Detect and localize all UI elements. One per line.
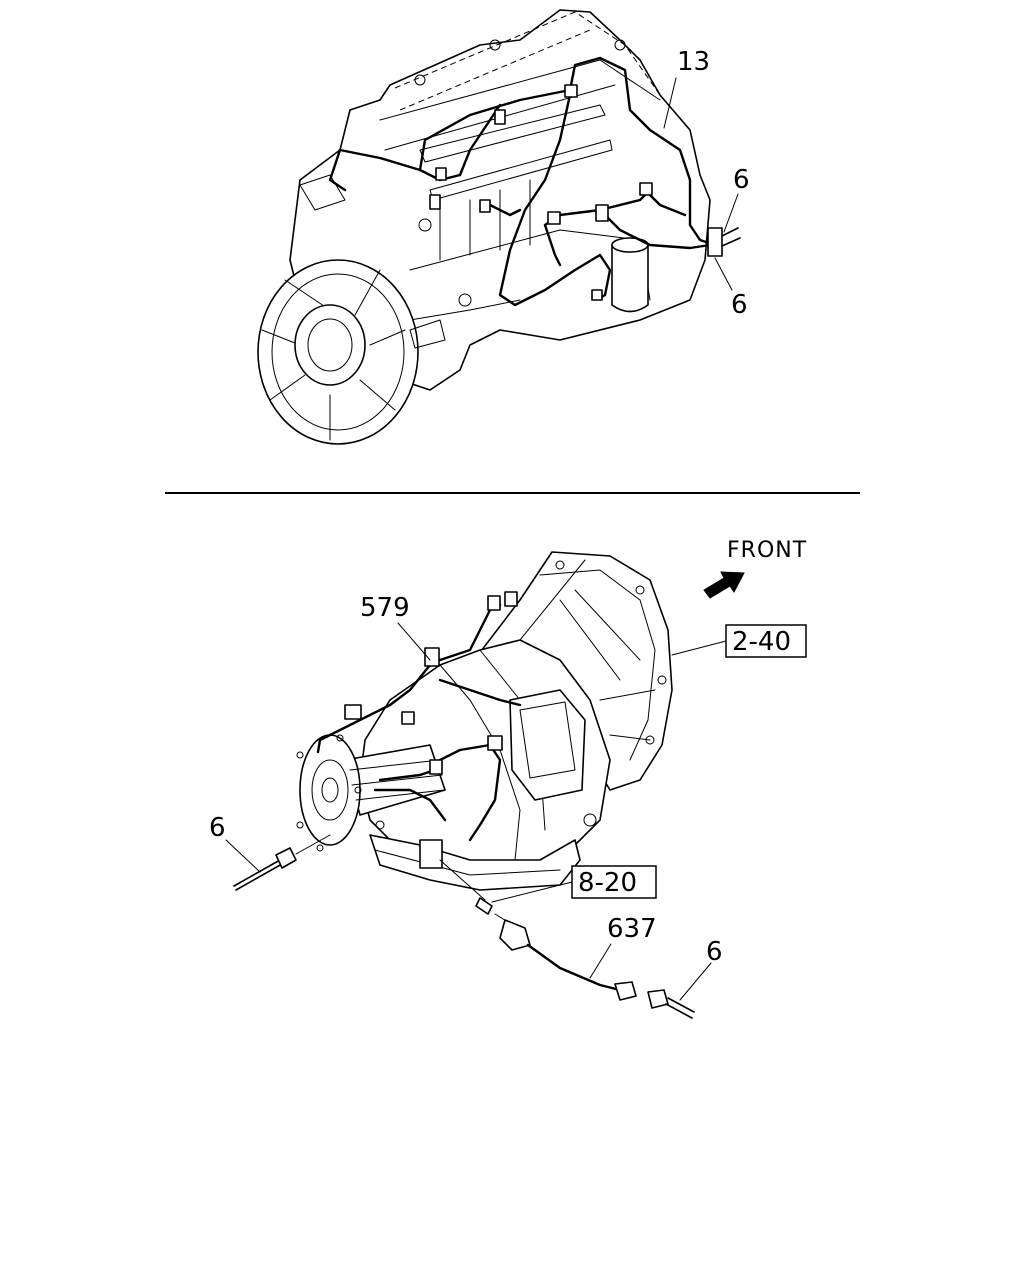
leader-6-upper (723, 193, 739, 233)
callout-6-right: 6 (706, 937, 723, 967)
ref-box-2-40 (725, 624, 807, 658)
speed-sensor (475, 897, 493, 915)
callout-579: 579 (360, 593, 410, 623)
transmission-callouts: 579 2-40 6 8-20 637 6 (209, 593, 807, 1001)
engine-wiring-harness (328, 56, 741, 307)
leader-6-left (225, 839, 261, 873)
front-label: FRONT (727, 538, 807, 563)
callout-13: 13 (677, 47, 710, 77)
speed-sensor-mount (419, 839, 443, 869)
leader-6-right (679, 962, 712, 1001)
ref-2-40: 2-40 (732, 627, 791, 657)
leader-8-20 (491, 881, 573, 903)
ref-8-20: 8-20 (578, 868, 637, 898)
left-connector-assembly (233, 834, 331, 891)
leader-637 (589, 943, 612, 979)
ref-box-8-20 (571, 865, 657, 899)
harness-grommet (499, 919, 531, 951)
callout-6-lower: 6 (731, 290, 748, 320)
left-connector-plug (275, 847, 297, 869)
transmission-illustration (296, 551, 673, 891)
transmission-wiring-harness (316, 591, 522, 842)
harness-637-plug (614, 981, 637, 1001)
engine-illustration (257, 9, 711, 445)
front-arrow-icon (703, 571, 745, 599)
sensor-mating-connector (647, 989, 669, 1009)
callout-6-left: 6 (209, 813, 226, 843)
engine-callouts: 13 6 6 (663, 47, 750, 320)
speed-sensor-assembly (439, 859, 695, 1019)
engine-harness-connector (707, 227, 723, 257)
callout-637: 637 (607, 914, 657, 944)
front-direction-indicator: FRONT (703, 538, 807, 599)
leader-13 (663, 77, 677, 129)
leader-579 (397, 622, 431, 661)
leader-6-lower (714, 257, 733, 291)
leader-2-40 (671, 640, 727, 656)
callout-6-upper: 6 (733, 165, 750, 195)
